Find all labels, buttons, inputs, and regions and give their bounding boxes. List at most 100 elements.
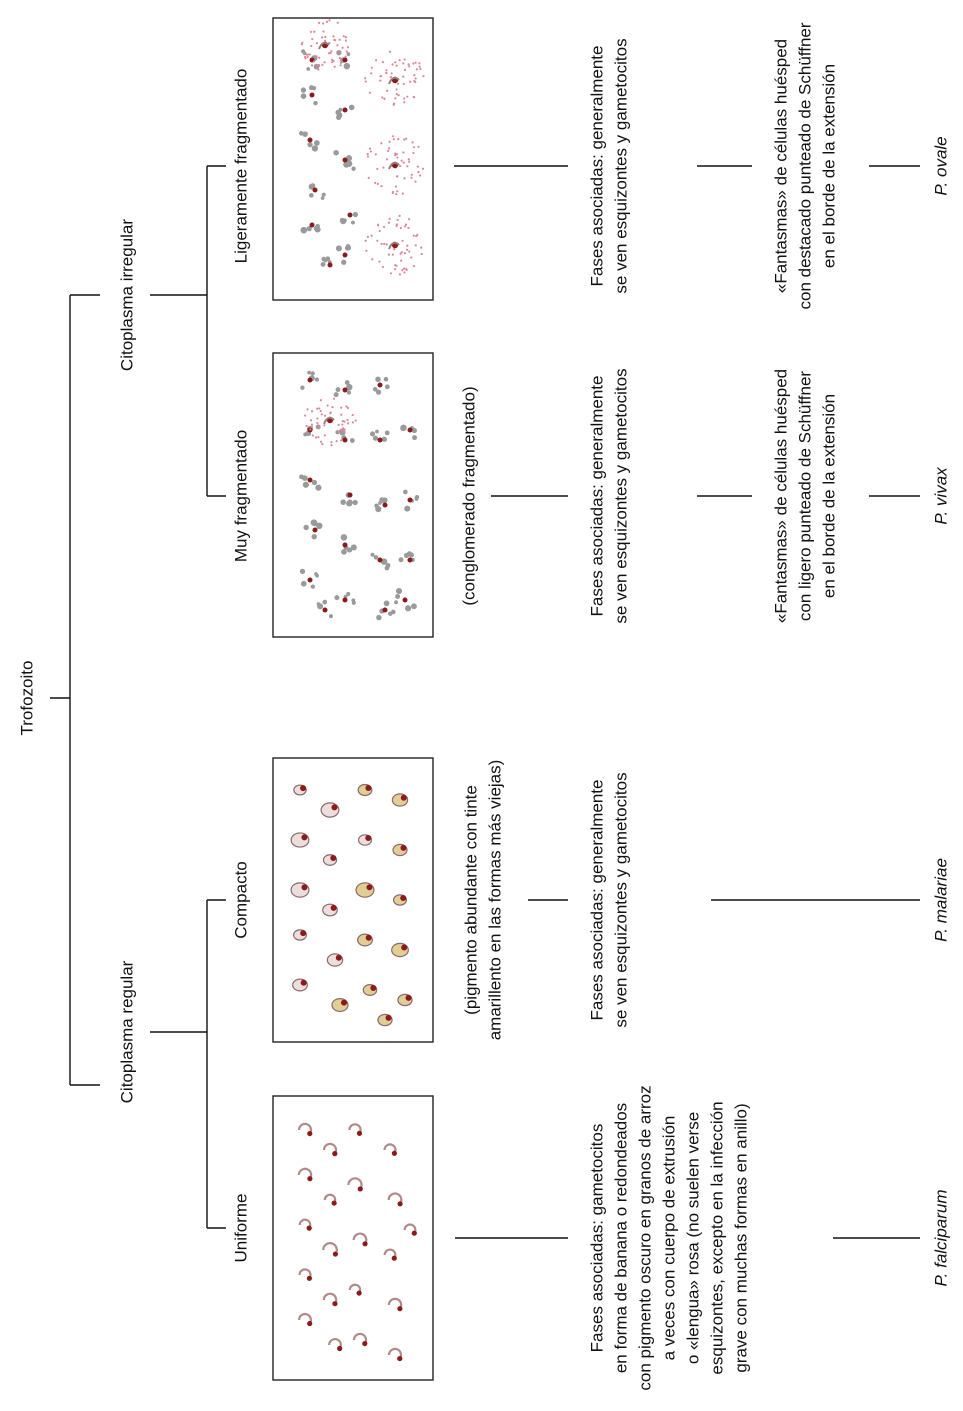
stippled-host-cell: [300, 19, 350, 71]
trophozoite-cell: [392, 843, 408, 857]
ring-trophozoite: [348, 1123, 363, 1136]
root-label: Trofozoito: [17, 661, 36, 736]
stippled-host-cell: [364, 214, 423, 276]
phases-uniforme-line-1: Fases asociadas: gametocitos: [587, 1124, 606, 1353]
trophozoite-cell: [372, 376, 390, 395]
ring-trophozoite: [387, 1297, 403, 1312]
stippled-host-cell: [304, 397, 357, 447]
trophozoite-cell: [357, 783, 373, 797]
phases-compacto-line-2: se ven esquizontes y gametocitos: [611, 772, 630, 1027]
illustration-frame-muy: [272, 352, 434, 638]
trophozoite-cell: [374, 497, 388, 513]
ring-trophozoite: [297, 1167, 313, 1182]
group-label-muy: Muy fragmentado: [231, 430, 250, 562]
trophozoite-cell: [394, 587, 417, 612]
ghost-muy-line-3: en el borde de la extensión: [819, 394, 838, 598]
ring-trophozoite: [322, 1142, 338, 1157]
species-falciparum: P. falciparum: [931, 1189, 950, 1286]
trophozoite-cell: [392, 894, 408, 906]
ring-trophozoite: [347, 1177, 363, 1192]
ghost-ligeramente-line-2: con destacado punteado de Schüffner: [795, 22, 814, 309]
phases-uniforme-line-7: grave con muchas formas en anillo): [731, 1103, 750, 1372]
trophozoite-cell: [334, 591, 356, 605]
ring-trophozoite: [387, 1192, 403, 1207]
trophozoite-cell: [298, 131, 320, 152]
trophozoite-cell: [300, 370, 320, 390]
phases-ligeramente-line-1: Fases asociadas: generalmente: [587, 46, 606, 287]
ghost-muy-line-1: «Fantasmas» de células huésped: [771, 369, 790, 623]
ring-trophozoite: [352, 1332, 368, 1347]
trophozoite-cell: [391, 793, 409, 807]
species-vivax: P. vivax: [931, 467, 950, 525]
ghost-ligeramente-line-3: en el borde de la extensión: [819, 64, 838, 268]
ring-trophozoite: [387, 1347, 403, 1362]
trophozoite-cell: [357, 933, 373, 947]
ring-trophozoite: [348, 1283, 362, 1296]
trophozoite-cell: [320, 802, 340, 818]
note-compacto-line-1: (pigmento abundante con tinte: [461, 785, 480, 1015]
stippled-host-cell: [366, 135, 425, 196]
ring-trophozoite: [322, 1292, 338, 1307]
branch-label-regular: Citoplasma regular: [117, 960, 136, 1103]
trophozoite-cell: [391, 942, 409, 958]
phases-uniforme-line-3: con pigmento oscuro en granos de arroz: [635, 1085, 654, 1390]
trophozoite-cell: [303, 519, 323, 540]
ring-trophozoite: [352, 1232, 368, 1247]
ring-trophozoite: [403, 1223, 417, 1236]
trophozoite-cell: [339, 211, 359, 225]
ghost-ligeramente-line-1: «Fantasmas» de células huésped: [771, 39, 790, 293]
phases-uniforme-line-2: en forma de banana o redondeados: [611, 1103, 630, 1373]
trophozoite-cell: [403, 489, 420, 512]
trophozoite-cell: [400, 424, 418, 441]
trophozoite-cell: [370, 429, 390, 443]
trophozoite-cell: [322, 903, 338, 917]
trophozoite-cell: [377, 1013, 393, 1027]
ring-trophozoite: [297, 1122, 313, 1137]
phases-muy-line-2: se ven esquizontes y gametocitos: [611, 368, 630, 623]
trophozoite-cell: [333, 149, 356, 171]
trophozoite-cell: [293, 929, 307, 941]
trophozoite-cell: [322, 854, 338, 866]
phases-muy-line-1: Fases asociadas: generalmente: [587, 376, 606, 617]
trophozoite-cell: [300, 85, 318, 106]
trophozoite-illustration-highly-fragmented: [299, 370, 420, 621]
ring-trophozoite: [383, 1248, 397, 1261]
ring-trophozoite: [383, 1143, 397, 1156]
trophozoite-illustration-uniform: [297, 1122, 417, 1362]
note-compacto-line-2: amarillento en las formas más viejas): [485, 760, 504, 1041]
rotated-labels: Trofozoito Citoplasma regular Citoplasma…: [17, 22, 950, 1390]
trophozoite-cell: [290, 832, 310, 848]
species-malariae: P. malariae: [931, 858, 950, 942]
trophozoite-cell: [326, 953, 344, 967]
species-ovale: P. ovale: [931, 136, 950, 195]
trophozoite-cell: [340, 492, 358, 507]
trophozoite-cell: [292, 978, 308, 992]
ghost-muy-line-2: con ligero punteado de Schüffner: [795, 371, 814, 621]
phases-uniforme-line-5: o «lengua» rosa (no suelen verse: [683, 1112, 702, 1364]
tree-connectors: [50, 165, 920, 1239]
trophozoite-cell: [335, 104, 355, 120]
trophozoite-cell: [362, 984, 378, 996]
ring-trophozoite: [298, 1218, 312, 1231]
phases-compacto-line-1: Fases asociadas: generalmente: [587, 780, 606, 1021]
trophozoite-cell: [299, 474, 322, 491]
trophozoite-cell: [293, 784, 307, 796]
branch-label-irregular: Citoplasma irregular: [117, 219, 136, 371]
trophozoite-cell: [397, 993, 413, 1007]
trophozoite-illustration-compact: [290, 783, 413, 1027]
trophozoite-cell: [331, 997, 349, 1013]
group-label-compacto: Compacto: [231, 861, 250, 938]
ring-trophozoite: [323, 1193, 337, 1206]
trophozoite-cell: [398, 551, 415, 563]
trophozoite-cell: [355, 882, 375, 898]
illustration-frame-ligeramente: [272, 17, 434, 301]
trophozoite-cell: [316, 599, 333, 619]
group-label-uniforme: Uniforme: [231, 1194, 250, 1263]
phases-uniforme-line-4: a veces con cuerpo de extrusión: [659, 1116, 678, 1361]
trophozoite-cell: [320, 256, 333, 268]
trophozoite-cell: [299, 568, 319, 589]
group-label-ligeramente: Ligeramente fragmentado: [231, 69, 250, 264]
trophozoite-cell: [357, 834, 373, 846]
ring-trophozoite: [298, 1268, 312, 1281]
